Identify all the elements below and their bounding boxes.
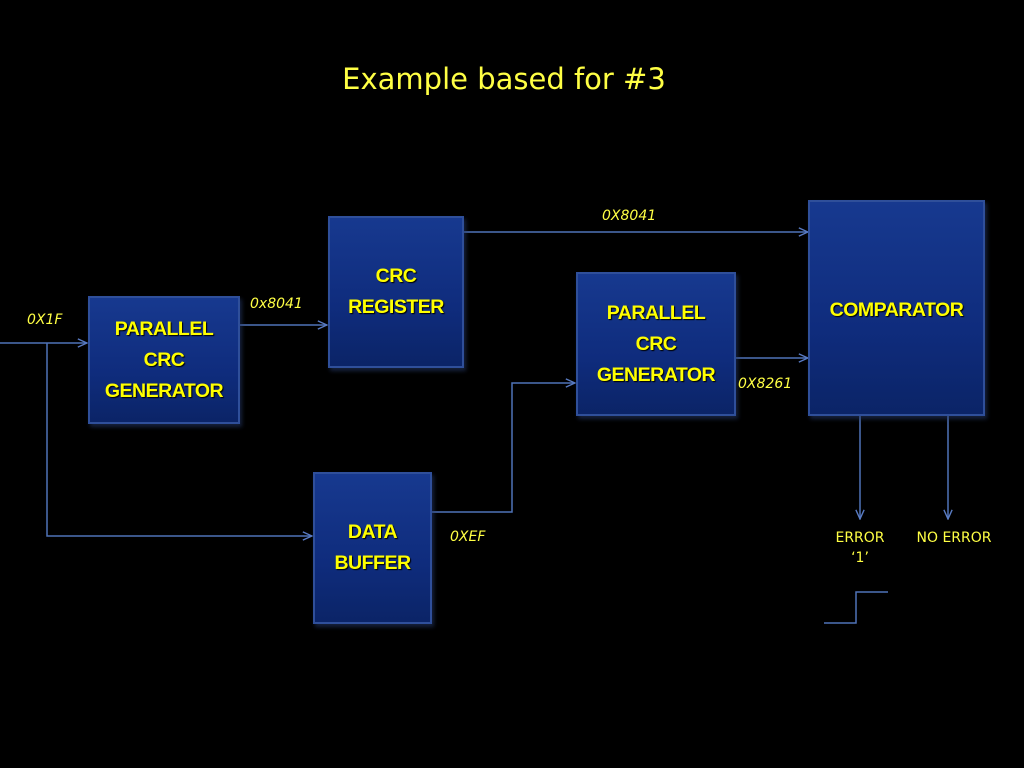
no-error-output-label: NO ERROR: [916, 530, 992, 546]
comparator-label: COMPARATOR: [829, 299, 964, 321]
signal-register-to-comparator-label: 0X8041: [602, 208, 657, 224]
error-step-waveform: [824, 591, 888, 624]
signal-generator-to-comparator-label: 0X8261: [738, 376, 793, 392]
data-buffer: DATA BUFFER: [313, 472, 432, 624]
data-buffer-label: DATA BUFFER: [334, 521, 411, 574]
signal-generator-to-register-label: 0x8041: [250, 296, 303, 312]
comparator: COMPARATOR: [808, 200, 985, 416]
signal-buffer-output-label: 0XEF: [450, 529, 486, 545]
wire-input-to-buffer: [46, 343, 312, 536]
parallel-crc-generator-1-label: PARALLEL CRC GENERATOR: [104, 317, 224, 402]
error-output-label: ERROR ‘1’: [835, 530, 885, 566]
wire-buffer-to-generator: [431, 383, 575, 513]
crc-register: CRC REGISTER: [328, 216, 464, 368]
signal-input-label: 0X1F: [27, 312, 63, 328]
crc-register-label: CRC REGISTER: [348, 265, 444, 318]
slide-title: Example based for #3: [342, 62, 666, 96]
parallel-crc-generator-2: PARALLEL CRC GENERATOR: [576, 272, 736, 416]
parallel-crc-generator-1: PARALLEL CRC GENERATOR: [88, 296, 240, 424]
parallel-crc-generator-2-label: PARALLEL CRC GENERATOR: [596, 301, 716, 386]
